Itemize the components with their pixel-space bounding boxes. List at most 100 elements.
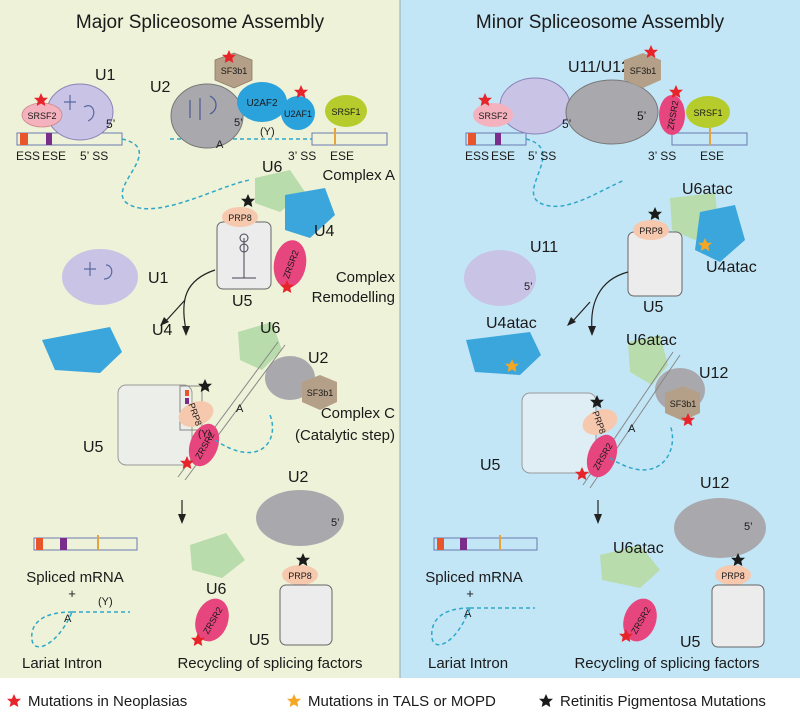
major-u4-free-label: U4: [152, 322, 173, 339]
major-down-arrow: [178, 514, 186, 524]
minor-u6atac-c: [628, 335, 668, 385]
minor-remodel-arrow: [591, 271, 629, 331]
minor-5prime-a: 5’: [562, 117, 571, 131]
major-u2-end-5prime: 5’: [331, 517, 340, 529]
major-lariat-intron: Lariat Intron: [22, 655, 102, 672]
major-5prime-label: 5’: [106, 117, 115, 131]
minor-spliced-mrna: Spliced mRNA: [425, 569, 523, 586]
major-u2-label: U2: [150, 79, 171, 96]
minor-prp8-c: [582, 409, 618, 435]
minor-u5-c-label: U5: [480, 457, 501, 474]
minor-zrsr2-end: [623, 598, 657, 642]
major-sf3b1-c-label: SF3b1: [307, 388, 334, 398]
major-u6-end-label: U6: [206, 581, 227, 598]
minor-zrsr2-c: [586, 434, 618, 478]
major-panel-title: Major Spliceosome Assembly: [76, 12, 325, 33]
minor-u6atac-c-label: U6atac: [626, 332, 677, 349]
major-u5-label: U5: [232, 293, 253, 310]
major-u2af2-label: U2AF2: [246, 98, 278, 109]
major-u6-label: U6: [262, 159, 283, 176]
major-u5-end: [279, 584, 333, 646]
major-sf3b1-c: [302, 375, 337, 410]
major-zrsr2-end: [195, 598, 229, 642]
major-u5-c-label: U5: [83, 439, 104, 456]
minor-prp8-end: [715, 565, 751, 585]
minor-srsf2-label: SRSF2: [478, 111, 507, 121]
legend-neoplasias: Mutations in Neoplasias: [28, 693, 187, 710]
major-u6-c-label: U6: [260, 320, 281, 337]
minor-prp8-label: PRP8: [639, 226, 663, 236]
stage-complex-c-2: (Catalytic step): [295, 427, 395, 444]
legend: Mutations in Neoplasias Mutations in TAL…: [7, 693, 766, 710]
minor-u11-free-label: U11: [530, 239, 558, 256]
major-branch-a-c-label: A: [236, 403, 244, 415]
minor-u12-c-label: U12: [699, 365, 728, 382]
major-srsf2-label: SRSF2: [27, 111, 56, 121]
major-recycling: Recycling of splicing factors: [177, 655, 362, 672]
stage-complex-a: Complex A: [322, 167, 395, 184]
major-u4-free: [42, 327, 122, 373]
major-u4-label: U4: [314, 223, 335, 240]
major-u1-free: [62, 249, 138, 305]
major-u5-end-label: U5: [249, 632, 270, 649]
minor-lariat-a: A: [464, 608, 472, 620]
minor-u12-end-5prime: 5’: [744, 521, 753, 533]
major-branch-a-label: A: [216, 139, 224, 151]
minor-zrsr2: [659, 95, 685, 135]
minor-ese-left-label: ESE: [491, 149, 515, 163]
major-zrsr2: [273, 240, 307, 288]
major-y-label: (Y): [260, 126, 275, 138]
minor-3ss-label: 3’ SS: [648, 149, 676, 163]
minor-sf3b1-label: SF3b1: [630, 66, 657, 76]
major-y-c-label: (Y): [198, 429, 211, 440]
minor-u6atac-end-label: U6atac: [613, 540, 664, 557]
minor-u11-free: [464, 250, 536, 306]
major-u2af1-label: U2AF1: [284, 109, 312, 119]
minor-sf3b1-c: [665, 386, 700, 421]
red-star-icon: [7, 694, 21, 707]
minor-prp8: [633, 220, 669, 240]
minor-u6atac-end: [600, 545, 660, 588]
major-prp8-end-label: PRP8: [288, 571, 312, 581]
minor-ese-right-label: ESE: [700, 149, 724, 163]
minor-branch-a-c-label: A: [628, 423, 636, 435]
minor-u5-label: U5: [643, 299, 664, 316]
minor-u5-end: [711, 584, 765, 648]
major-sf3b1: [214, 52, 253, 89]
major-sf3b1-label: SF3b1: [221, 66, 248, 76]
minor-u5-c: [521, 392, 597, 474]
major-lariat-y: (Y): [98, 596, 113, 608]
major-srsf1-label: SRSF1: [331, 107, 360, 117]
major-u2af2: [237, 82, 287, 122]
minor-sf3b1: [624, 53, 661, 88]
major-spliced-mrna: Spliced mRNA: [26, 569, 124, 586]
minor-plus: +: [466, 586, 474, 601]
major-prp8: [222, 207, 258, 227]
major-ese-left-label: ESE: [42, 149, 66, 163]
legend-tals-mopd: Mutations in TALS or MOPD: [308, 693, 496, 710]
minor-u11-5prime: 5’: [524, 281, 533, 293]
major-u2-c-label: U2: [308, 350, 329, 367]
major-u2af1: [281, 96, 315, 130]
minor-lariat-intron: Lariat Intron: [428, 655, 508, 672]
minor-5prime-b: 5’: [637, 109, 646, 123]
major-u2-snrnp: [170, 83, 244, 149]
major-u5-c: [117, 384, 193, 466]
major-u6-end: [190, 533, 245, 578]
black-star-icon: [539, 694, 553, 707]
minor-sf3b1-c-label: SF3b1: [670, 399, 697, 409]
major-3ss-label: 3’ SS: [288, 149, 316, 163]
major-u2-end-label: U2: [288, 469, 309, 486]
major-u2-end: [256, 490, 344, 546]
minor-ess-label: ESS: [465, 149, 489, 163]
stage-remodel-2: Remodelling: [312, 289, 395, 306]
major-srsf1: [325, 95, 367, 127]
minor-u5-snrnp: [627, 231, 683, 297]
major-plus: +: [68, 586, 76, 601]
major-prp8-end: [282, 565, 318, 585]
major-5ss-label: 5’ SS: [80, 149, 108, 163]
minor-srsf2: [473, 103, 513, 127]
minor-u11-snrnp: [499, 77, 571, 135]
legend-retinitis: Retinitis Pigmentosa Mutations: [560, 693, 766, 710]
